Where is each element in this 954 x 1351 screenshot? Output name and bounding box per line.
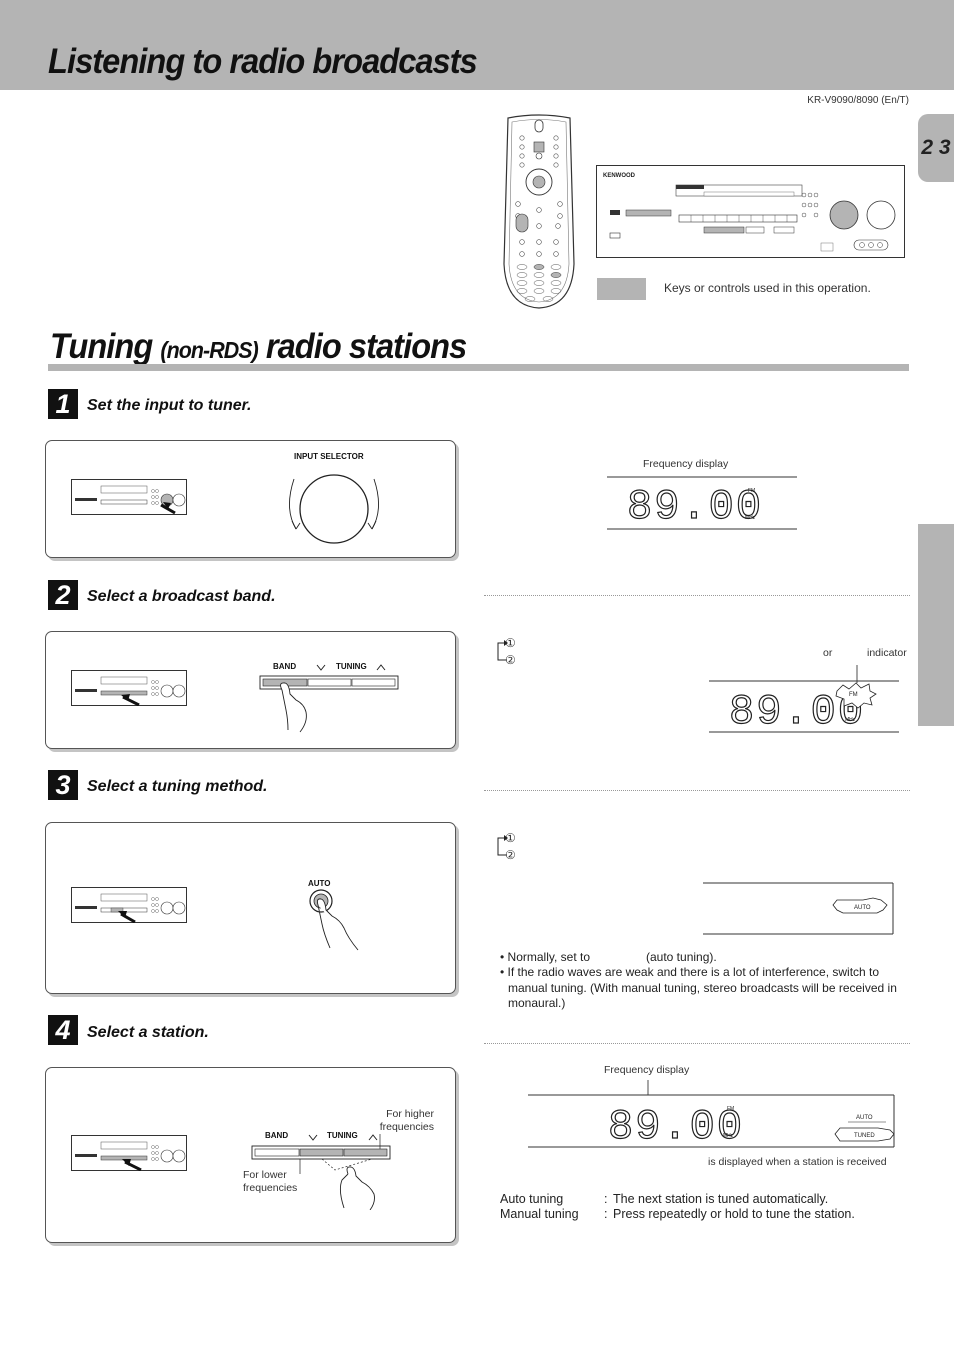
tuned-indicator: TUNED (854, 1133, 875, 1139)
frequency-display-tuned: 89.00 FM MHz AUTO TUNED (528, 1080, 895, 1150)
band-cycle-arrow (497, 640, 508, 661)
step-number-3: 3 (48, 770, 78, 800)
step-label-3: Select a tuning method. (87, 778, 268, 795)
frequency-display-label-1: Frequency display (643, 458, 729, 470)
divider-2 (484, 790, 910, 791)
mini-unit-3 (71, 887, 187, 923)
divider-1 (484, 595, 910, 596)
frequency-display-label-4: Frequency display (604, 1064, 690, 1076)
divider-3 (484, 1043, 910, 1044)
mini-unit-1 (71, 479, 187, 515)
mhz-indicator-tuned: MHz (723, 1133, 734, 1139)
brand-logo-text: KENWOOD (603, 173, 636, 179)
tuning-mode-manual-desc: Press repeatedly or hold to tune the sta… (613, 1207, 855, 1221)
higher-frequencies-label: For higher frequencies (379, 1108, 434, 1133)
method-step-marker-2: ② (505, 848, 516, 862)
or-text: or (823, 647, 833, 659)
tuning-mode-auto-name: Auto tuning (500, 1192, 564, 1206)
receiver-front-panel-illustration: KENWOOD (596, 165, 905, 258)
tuning-label-2: TUNING (336, 662, 367, 671)
method-step-marker-1: ① (505, 831, 516, 845)
step-number-2: 2 (48, 580, 78, 610)
frequency-digits-1: 89.00 (627, 483, 763, 531)
mini-unit-2 (71, 670, 187, 706)
page-title: Listening to radio broadcasts (48, 42, 478, 81)
step-label-2: Select a broadcast band. (87, 588, 276, 605)
tuning-label-4: TUNING (327, 1131, 358, 1140)
frequency-display-1: 89.00 FM MHz (607, 476, 797, 531)
legend-swatch (597, 278, 646, 300)
note-weak-signal: • If the radio waves are weak and there … (500, 965, 897, 1010)
tuning-mode-auto-desc: The next station is tuned automatically. (613, 1192, 829, 1206)
band-step-marker-1: ① (505, 636, 516, 650)
auto-indicator-display: AUTO (703, 882, 894, 935)
input-selector-knob (289, 474, 379, 544)
band-label-2: BAND (273, 662, 297, 671)
step-number-4: 4 (48, 1015, 78, 1045)
mini-unit-4 (71, 1135, 187, 1171)
band-step-marker-2: ② (505, 653, 516, 667)
page-number-tab: 2 3 (918, 114, 954, 182)
tuned-caption: is displayed when a station is received (708, 1156, 887, 1168)
mhz-indicator-band: MHz (845, 717, 856, 723)
note-normal: • Normally, set to(auto tuning). (500, 950, 717, 964)
step-label-4: Select a station. (87, 1024, 209, 1041)
section-title-qualifier: (non-RDS) (160, 337, 258, 363)
step-label-1: Set the input to tuner. (87, 397, 252, 414)
frequency-digits-tuned: 89.00 (608, 1103, 744, 1150)
auto-indicator-tuned: AUTO (856, 1115, 873, 1121)
section-rule (48, 364, 909, 371)
fm-indicator-tuned: FM (727, 1106, 734, 1112)
side-index-bar (918, 524, 954, 726)
auto-indicator: AUTO (854, 905, 871, 911)
band-tuning-buttons-4 (251, 1134, 391, 1210)
mhz-indicator-1: MHz (745, 515, 756, 521)
section-title: Tuning (non-RDS) radio stations (50, 327, 467, 366)
header-band (0, 0, 954, 90)
band-label-4: BAND (265, 1131, 289, 1140)
tuning-mode-auto-sep: : (604, 1192, 608, 1206)
tuning-mode-manual-name: Manual tuning (500, 1207, 579, 1221)
tuning-mode-manual-sep: : (604, 1207, 608, 1221)
band-display: 89.00 FM MHz (709, 665, 899, 735)
indicator-text: indicator (867, 647, 907, 659)
lower-frequencies-label: For lower frequencies (243, 1169, 298, 1194)
method-cycle-arrow (497, 835, 508, 856)
model-code: KR-V9090/8090 (En/T) (807, 95, 909, 106)
band-tuning-buttons-2 (259, 664, 399, 733)
remote-control-illustration (503, 114, 575, 309)
fm-indicator-band: FM (849, 692, 858, 698)
auto-button-illustration (309, 889, 359, 951)
fm-indicator-1: FM (748, 488, 755, 494)
legend-text: Keys or controls used in this operation. (664, 281, 871, 295)
auto-button-label: AUTO (308, 879, 331, 888)
step-number-1: 1 (48, 389, 78, 419)
input-selector-label: INPUT SELECTOR (294, 452, 364, 461)
